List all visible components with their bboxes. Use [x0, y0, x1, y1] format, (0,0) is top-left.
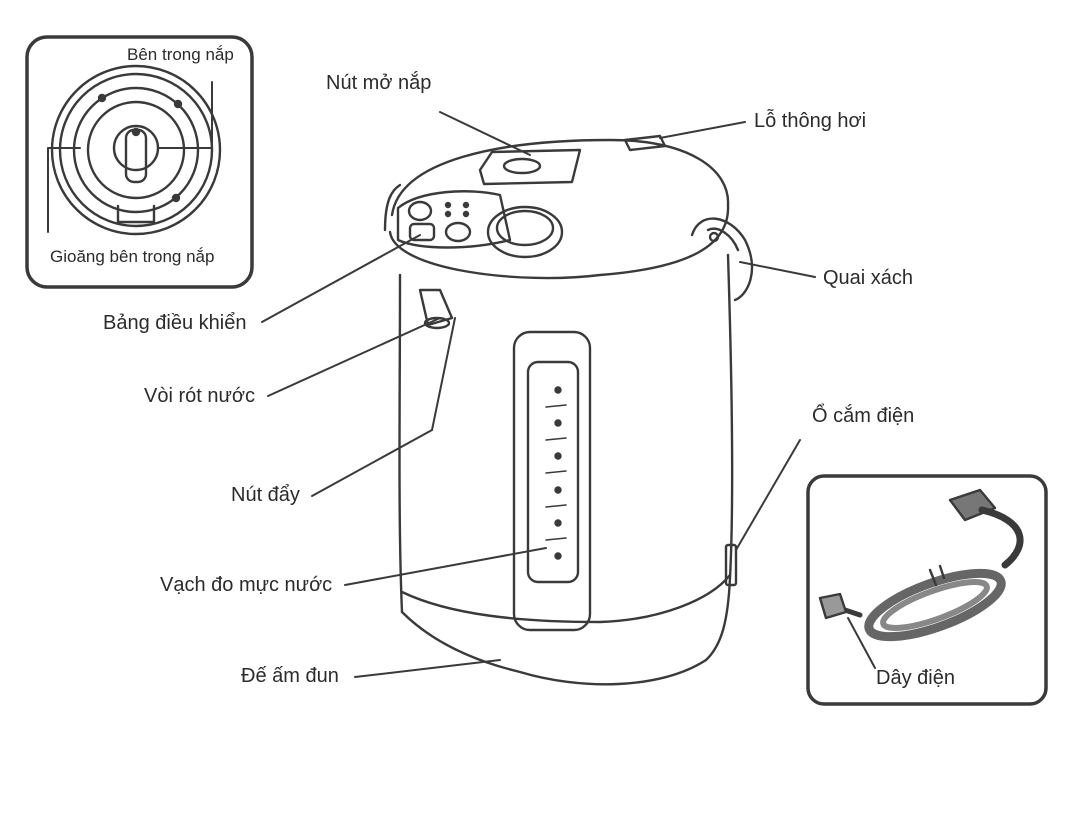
pot-lid-front: [383, 183, 402, 232]
lid-center-dot: [131, 127, 141, 137]
pot-level-marks: [545, 386, 567, 560]
label-control-panel: Bảng điều khiển: [103, 312, 247, 334]
leader-lines: [261, 111, 816, 678]
lid-inner-plate: [86, 100, 186, 200]
leader-power-socket: [735, 439, 801, 551]
pot-control-panel: [396, 190, 512, 249]
lid-inset-frame: [25, 35, 254, 289]
thermo-pot: [383, 134, 754, 686]
label-power-socket: Ổ cắm điện: [812, 405, 915, 427]
pot-lid-top: [390, 138, 730, 217]
cord-coil-inner: [880, 579, 990, 631]
leader-lid-inside: [157, 81, 213, 149]
cord-inset: [806, 474, 1048, 706]
label-carry-handle: Quai xách: [823, 267, 914, 289]
cord-plug-appliance: [948, 488, 997, 522]
pot-panel-button: [408, 222, 436, 242]
leader-power-cord: [847, 617, 876, 669]
pot-panel-led: [462, 210, 470, 218]
label-water-level: Vạch đo mực nước: [160, 574, 333, 596]
label-steam-vent: Lỗ thông hơi: [754, 110, 867, 132]
label-base: Đế ấm đun: [241, 665, 339, 687]
cord-tie: [928, 564, 946, 587]
label-lid-gasket: Gioăng bên trong nắp: [50, 247, 215, 266]
leader-steam-vent: [659, 121, 746, 139]
pot-handle-inner: [706, 227, 740, 252]
label-spout: Vòi rót nước: [144, 385, 255, 407]
pot-handle: [690, 217, 754, 302]
pot-panel-led: [462, 201, 470, 209]
lid-rivet: [173, 99, 183, 109]
pot-lid-open-button: [478, 148, 582, 186]
cord-plug-wall: [818, 592, 848, 620]
pot-body-right: [726, 253, 734, 580]
lid-center-latch: [124, 128, 148, 184]
pot-base: [400, 576, 732, 686]
leader-base: [354, 659, 501, 678]
pot-handle-pivot: [708, 231, 720, 243]
label-push-button: Nút đẩy: [231, 484, 300, 506]
pot-level-window-outer: [512, 330, 592, 632]
leader-spout: [267, 317, 441, 397]
lid-hinge: [116, 204, 156, 224]
cord-inset-frame: [806, 474, 1048, 706]
pot-dispense-knob-top: [495, 209, 555, 247]
cord-coil: [864, 568, 1006, 642]
lid-rivet: [97, 93, 107, 103]
pot-panel-button: [407, 200, 433, 222]
lid-outer-ring: [50, 64, 222, 236]
lid-rivet: [171, 193, 181, 203]
pot-power-socket: [724, 543, 738, 587]
leader-lid-open-button: [439, 111, 531, 156]
leader-lid-gasket: [47, 147, 81, 233]
label-lid-open-button: Nút mở nắp: [326, 72, 432, 94]
lid-gasket-ring: [58, 72, 214, 228]
pot-spout: [418, 288, 454, 327]
pot-level-window: [526, 360, 580, 584]
leader-water-level: [344, 547, 547, 586]
cord-cable: [978, 506, 1024, 569]
lid-inner-ring: [72, 86, 200, 214]
leader-control-panel: [261, 234, 421, 323]
lid-inset: [25, 35, 254, 289]
pot-dispense-knob: [486, 205, 564, 259]
pot-panel-led: [444, 210, 452, 218]
pot-body-left: [398, 273, 404, 614]
label-lid-inside: Bên trong nắp: [127, 45, 234, 64]
label-power-cord: Dây điện: [876, 667, 955, 689]
leader-push-button-ext: [431, 317, 456, 431]
pot-lid-rim: [388, 203, 730, 280]
pot-lid-open-grip: [502, 157, 542, 175]
leader-carry-handle: [739, 261, 816, 278]
pot-steam-vent: [623, 134, 667, 152]
leader-push-button: [311, 429, 433, 497]
pot-panel-led: [444, 201, 452, 209]
pot-base-seam: [400, 573, 732, 624]
pot-panel-button: [444, 221, 472, 243]
pot-spout-tip: [423, 316, 451, 330]
